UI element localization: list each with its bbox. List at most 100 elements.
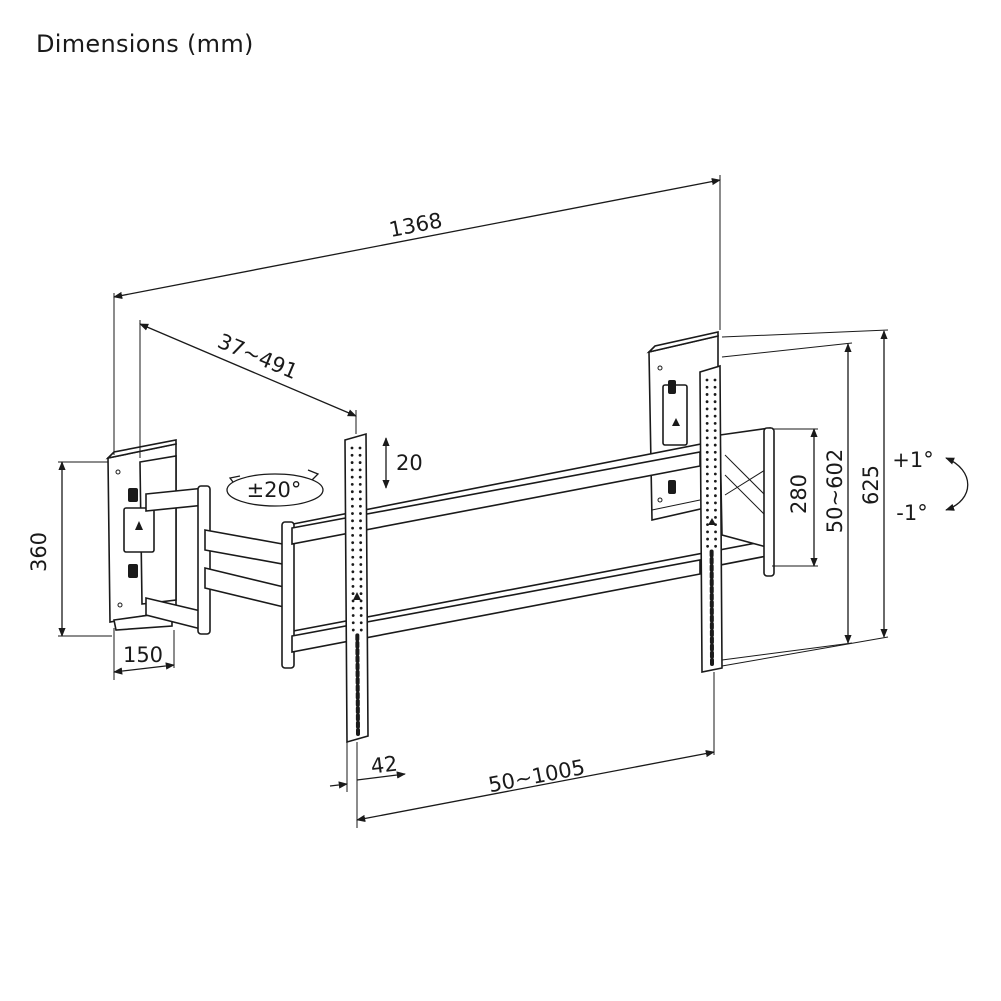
bracket-slot: [709, 592, 714, 601]
label-slide-adjust: 20: [396, 451, 423, 475]
bracket-hole: [359, 504, 362, 508]
bracket-hole: [713, 407, 717, 411]
bracket-hole: [706, 501, 709, 505]
bracket-hole: [359, 512, 362, 515]
bracket-slot: [355, 713, 360, 722]
bracket-hole: [705, 472, 709, 476]
label-bracket-width: 42: [369, 752, 398, 779]
bracket-hole: [350, 490, 354, 494]
bracket-hole: [714, 544, 717, 548]
bracket-hole: [705, 378, 709, 382]
bracket-hole: [359, 621, 363, 625]
bracket-hole: [351, 526, 354, 530]
bracket-hole: [359, 628, 363, 632]
bracket-hole: [359, 533, 363, 537]
bracket-hole: [714, 501, 717, 505]
bracket-hole: [359, 570, 363, 574]
bracket-hole: [706, 544, 709, 548]
bracket-hole: [359, 577, 363, 581]
bracket-slot: [709, 556, 714, 565]
bracket-hole: [350, 468, 354, 472]
bracket-hole: [705, 393, 709, 396]
bracket-hole: [351, 614, 355, 617]
bracket-hole: [351, 555, 355, 559]
bracket-hole: [351, 512, 354, 515]
bracket-hole: [714, 530, 717, 534]
bracket-hole: [351, 533, 355, 537]
bracket-hole: [705, 436, 709, 440]
bracket-slot: [709, 585, 714, 594]
bracket-slot: [355, 684, 360, 693]
bracket-slot: [709, 650, 714, 659]
bracket-slot: [355, 698, 360, 707]
label-vesa-vertical: 50~602: [823, 449, 847, 533]
bracket-slot: [355, 706, 360, 715]
bracket-hole: [358, 483, 362, 486]
left-arm: [145, 485, 295, 669]
bracket-hole: [350, 483, 354, 486]
bracket-hole: [359, 599, 363, 603]
bracket-hole: [359, 519, 362, 523]
bracket-hole: [351, 563, 355, 566]
right-arm: [719, 427, 775, 577]
bracket-hole: [713, 479, 717, 483]
dimension-labels: 1368 37~491 360 150 20 ±20° 280 50~602 6…: [27, 208, 934, 797]
bracket-hole: [359, 563, 363, 566]
bracket-hole: [713, 436, 717, 440]
bracket-hole: [705, 385, 709, 389]
bracket-slot: [355, 655, 360, 664]
bracket-slot: [709, 578, 714, 587]
wall-plate-front: [105, 439, 177, 631]
bracket-hole: [359, 584, 363, 588]
bracket-slot: [355, 662, 360, 671]
bracket-hole: [713, 421, 717, 425]
bracket-slot: [709, 614, 714, 623]
bottom-rail-front: [291, 559, 701, 653]
bracket-hole: [359, 592, 363, 596]
bracket-hole: [714, 508, 717, 512]
bracket-hole: [358, 446, 362, 450]
bracket-hole: [358, 468, 362, 472]
bracket-hole: [706, 494, 709, 498]
bracket-hole: [350, 497, 354, 501]
bracket-hole: [713, 414, 717, 418]
bracket-slot: [356, 728, 360, 736]
bracket-slot: [355, 691, 360, 700]
dimension-lines: [58, 175, 969, 828]
bracket-hole: [713, 385, 717, 389]
bracket-hole: [706, 537, 709, 541]
label-overall-width: 1368: [387, 208, 444, 242]
bracket-slot: [355, 640, 360, 649]
bracket-hole: [351, 606, 355, 610]
bracket-hole: [358, 453, 362, 457]
bracket-hole: [351, 628, 355, 632]
bracket-slot: [709, 643, 714, 652]
bracket-hole: [705, 458, 709, 461]
bracket-hole: [713, 450, 717, 454]
label-rail-spacing: 280: [787, 474, 811, 514]
bracket-hole: [714, 494, 717, 498]
bracket-hole: [713, 393, 717, 396]
bracket-hole: [358, 497, 362, 501]
bracket-hole: [705, 487, 709, 490]
bracket-hole: [358, 475, 362, 479]
bracket-hole: [351, 504, 354, 508]
vertical-bracket-left: [344, 432, 369, 744]
mount-drawing: [105, 331, 775, 744]
bracket-hole: [350, 461, 354, 464]
bracket-hole: [358, 461, 362, 464]
bracket-hole: [351, 599, 355, 603]
label-arm-extension: 37~491: [214, 329, 301, 384]
label-wall-plate-height: 360: [27, 532, 51, 572]
diagram-title: Dimensions (mm): [36, 30, 254, 58]
bracket-hole: [705, 429, 709, 433]
label-bracket-height: 625: [859, 465, 883, 505]
bracket-slot: [355, 669, 360, 678]
bracket-hole: [351, 548, 355, 552]
vertical-bracket-right: [699, 364, 723, 673]
top-rail-front: [291, 451, 701, 545]
bracket-slot: [355, 677, 360, 686]
bracket-hole: [713, 472, 717, 476]
bracket-hole: [706, 530, 709, 534]
bracket-hole: [359, 541, 363, 545]
